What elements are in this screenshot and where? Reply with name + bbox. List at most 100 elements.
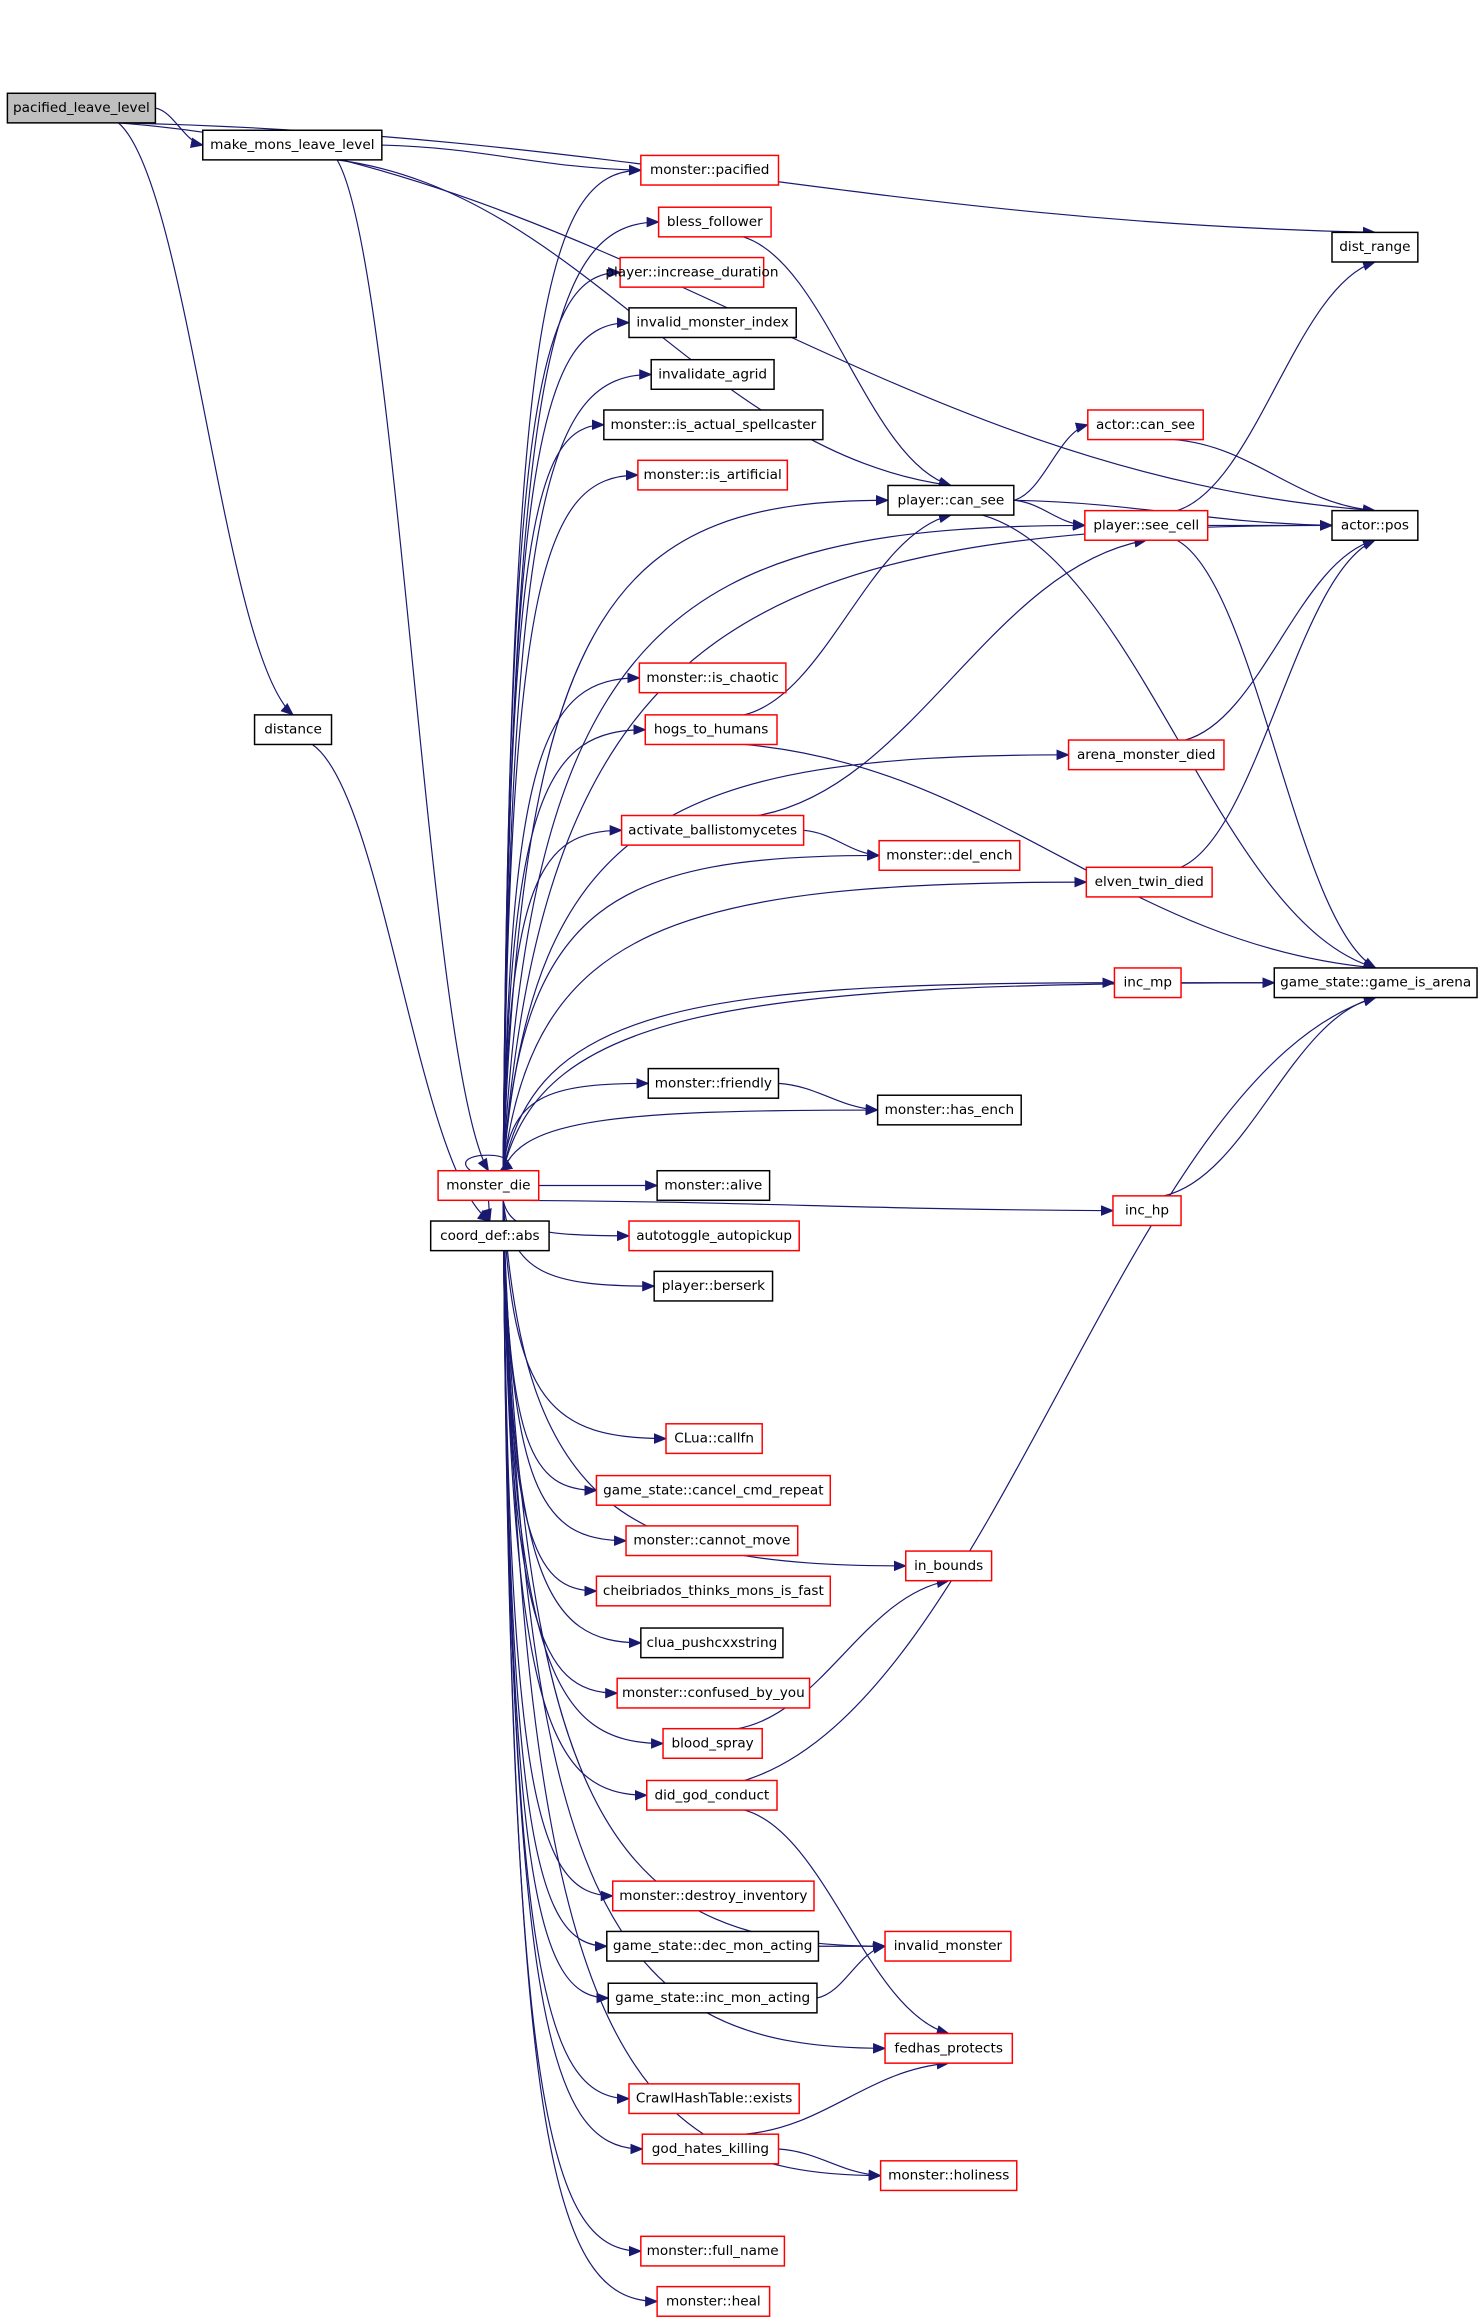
node-box — [884, 1930, 1012, 1962]
node-dec-mon-acting[interactable]: game_state::dec_mon_acting — [606, 1930, 820, 1962]
node-monster-full-name[interactable]: monster::full_name — [640, 2235, 786, 2267]
node-label: monster::alive — [664, 1178, 762, 1194]
edge-monster_die-to-monster_is_actual_spellcaster — [502, 419, 606, 1171]
node-monster-heal[interactable]: monster::heal — [656, 2285, 771, 2317]
node-did-god-conduct[interactable]: did_god_conduct — [646, 1779, 778, 1811]
node-box — [1331, 509, 1419, 541]
node-inc-hp[interactable]: inc_hp — [1112, 1195, 1182, 1227]
node-pacified-leave-level[interactable]: pacified_leave_level — [6, 92, 157, 124]
node-in-bounds[interactable]: in_bounds — [905, 1550, 993, 1582]
node-monster-alive[interactable]: monster::alive — [656, 1169, 771, 1202]
edge-monster_die-to-god_hates_killing — [502, 1200, 644, 2155]
node-dist-range[interactable]: dist_range — [1331, 231, 1419, 263]
node-monster-holiness[interactable]: monster::holiness — [879, 2160, 1018, 2192]
edge-monster_die-to-game_is_arena — [502, 977, 1276, 1171]
edge-monster_die-to-player_see_cell — [502, 520, 1087, 1171]
node-player-berserk[interactable]: player::berserk — [653, 1270, 774, 1302]
edge-monster_die-to-invalid_monster — [502, 1200, 887, 1952]
node-box — [637, 459, 789, 491]
edge-pacified_leave_level-to-distance — [118, 122, 295, 716]
node-label: invalid_monster — [894, 1938, 1003, 1954]
node-box — [429, 1220, 550, 1252]
edge-monster_die-to-hogs_to_humans — [502, 724, 647, 1171]
node-monster-cannot-move[interactable]: monster::cannot_move — [625, 1525, 799, 1557]
node-box — [625, 1525, 799, 1557]
node-god-hates-killing[interactable]: god_hates_killing — [641, 2133, 780, 2165]
node-distance[interactable]: distance — [253, 714, 333, 746]
node-label: monster::confused_by_you — [622, 1685, 805, 1701]
edge-monster_die-to-did_god_conduct — [502, 1200, 649, 1801]
node-invalidate-agrid[interactable]: invalidate_agrid — [650, 358, 775, 391]
node-game-is-arena[interactable]: game_state::game_is_arena — [1273, 967, 1478, 999]
node-fedhas-protects[interactable]: fedhas_protects — [884, 2032, 1014, 2064]
edge-monster_die-to-monster_friendly — [502, 1078, 650, 1171]
edges-layer — [118, 107, 1377, 2307]
node-label: monster::is_actual_spellcaster — [610, 417, 816, 433]
node-box — [1112, 1195, 1182, 1227]
node-box — [606, 1930, 820, 1962]
node-box — [644, 714, 778, 746]
node-inc-mp[interactable]: inc_mp — [1113, 967, 1182, 999]
node-monster-has-ench[interactable]: monster::has_ench — [876, 1094, 1022, 1126]
node-box — [646, 1779, 778, 1811]
node-label: invalid_monster_index — [636, 315, 788, 331]
node-monster-is-chaotic[interactable]: monster::is_chaotic — [638, 662, 787, 694]
node-monster-is-actual-spellcaster[interactable]: monster::is_actual_spellcaster — [603, 409, 824, 441]
edge-monster_die-to-inc_hp — [503, 1199, 1115, 1216]
node-clua-pushcxxstring[interactable]: clua_pushcxxstring — [640, 1627, 784, 1659]
edge-hogs_to_humans-to-player_can_see — [743, 512, 953, 716]
node-player-increase-duration[interactable]: player::increase_duration — [605, 256, 778, 288]
node-label: monster::full_name — [647, 2243, 779, 2259]
node-actor-pos[interactable]: actor::pos — [1331, 509, 1419, 541]
node-cheibriados[interactable]: cheibriados_thinks_mons_is_fast — [595, 1575, 832, 1607]
node-box — [628, 307, 797, 339]
node-blood-spray[interactable]: blood_spray — [662, 1727, 763, 1760]
node-activate-ballistomycetes[interactable]: activate_ballistomycetes — [620, 814, 805, 846]
node-monster-del-ench[interactable]: monster::del_ench — [878, 839, 1021, 872]
edge-monster_die-to-crawlhashtable_exists — [502, 1200, 631, 2104]
node-box — [638, 662, 787, 694]
node-monster-friendly[interactable]: monster::friendly — [647, 1067, 780, 1099]
node-invalid-monster-index[interactable]: invalid_monster_index — [628, 307, 797, 339]
node-label: monster::friendly — [655, 1075, 772, 1091]
edge-distance-to-coord_def_abs — [311, 743, 491, 1222]
node-arena-monster-died[interactable]: arena_monster_died — [1067, 739, 1225, 771]
node-label: monster::holiness — [888, 2168, 1009, 2184]
node-box — [656, 2285, 771, 2317]
node-box — [876, 1094, 1022, 1126]
node-monster-destroy-inventory[interactable]: monster::destroy_inventory — [611, 1880, 815, 1912]
node-label: autotoggle_autopickup — [636, 1228, 792, 1244]
node-label: inc_mp — [1123, 975, 1172, 991]
node-invalid-monster[interactable]: invalid_monster — [884, 1930, 1012, 1962]
node-actor-can-see[interactable]: actor::can_see — [1087, 409, 1204, 441]
node-label: in_bounds — [914, 1558, 983, 1574]
node-inc-mon-acting[interactable]: game_state::inc_mon_acting — [607, 1982, 818, 2014]
node-clua-callfn[interactable]: CLua::callfn — [665, 1423, 763, 1455]
node-bless-follower[interactable]: bless_follower — [657, 206, 772, 238]
node-label: CLua::callfn — [674, 1431, 754, 1447]
edge-monster_die-to-blood_spray — [502, 1200, 665, 1749]
node-box — [202, 129, 383, 161]
node-autotoggle-autopickup[interactable]: autotoggle_autopickup — [628, 1220, 800, 1252]
edge-make_mons_leave_level-to-monster_pacified — [381, 144, 643, 176]
node-coord-def-abs[interactable]: coord_def::abs — [429, 1220, 550, 1252]
node-cancel-cmd-repeat[interactable]: game_state::cancel_cmd_repeat — [595, 1474, 832, 1506]
node-label: player::increase_duration — [605, 264, 778, 280]
node-make-mons-leave-level[interactable]: make_mons_leave_level — [202, 129, 383, 161]
node-hogs-to-humans[interactable]: hogs_to_humans — [644, 714, 778, 746]
node-label: player::see_cell — [1093, 517, 1199, 533]
node-player-can-see[interactable]: player::can_see — [887, 484, 1015, 516]
node-monster-is-artificial[interactable]: monster::is_artificial — [637, 459, 789, 491]
node-box — [879, 2160, 1018, 2192]
node-box — [595, 1474, 832, 1506]
node-player-see-cell[interactable]: player::see_cell — [1084, 509, 1209, 541]
node-box — [657, 206, 772, 238]
node-box — [653, 1270, 774, 1302]
node-label: game_state::dec_mon_acting — [613, 1938, 813, 1954]
node-monster-confused-by-you[interactable]: monster::confused_by_you — [616, 1677, 811, 1709]
node-monster-die[interactable]: monster_die — [437, 1169, 540, 1202]
node-label: arena_monster_died — [1077, 747, 1216, 763]
node-monster-pacified[interactable]: monster::pacified — [640, 154, 780, 186]
node-elven-twin-died[interactable]: elven_twin_died — [1085, 866, 1213, 898]
node-crawlhashtable-exists[interactable]: CrawlHashTable::exists — [628, 2083, 800, 2115]
